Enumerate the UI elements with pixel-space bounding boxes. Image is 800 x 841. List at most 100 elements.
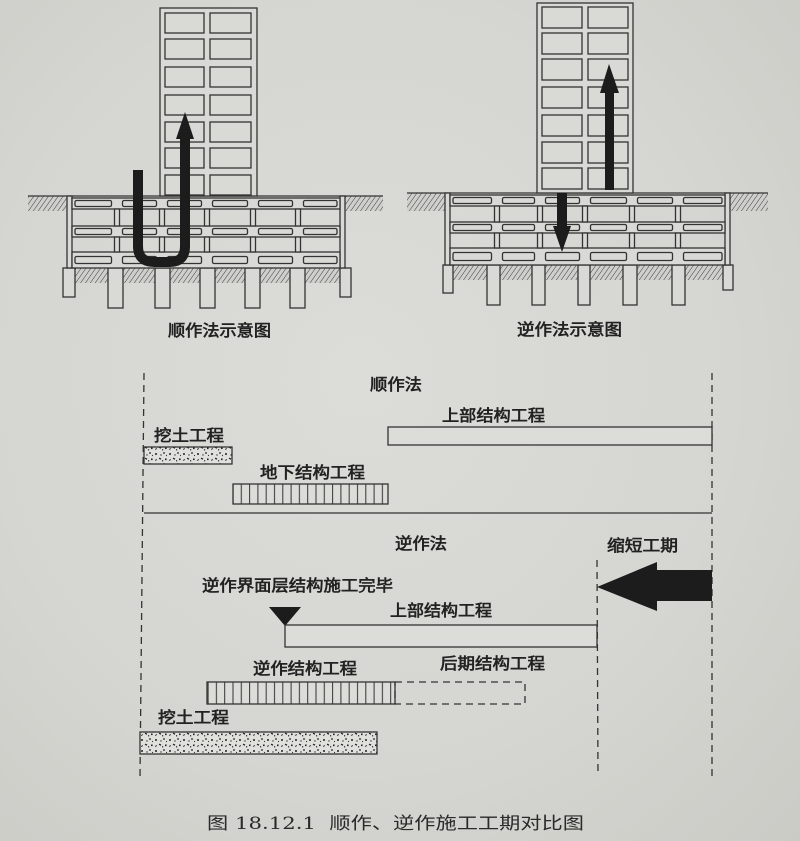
basement-column bbox=[581, 232, 589, 249]
slab-beam-opening bbox=[636, 196, 674, 205]
retaining-wall bbox=[724, 192, 731, 266]
sequential-method-diagram bbox=[28, 7, 383, 309]
slab-beam-opening bbox=[544, 251, 581, 262]
basement-column bbox=[674, 232, 682, 249]
basement-column bbox=[536, 205, 544, 223]
soil-hatch bbox=[28, 196, 67, 211]
basement-column bbox=[493, 232, 501, 249]
slab-beam-opening bbox=[501, 196, 536, 205]
slab-beam-opening bbox=[682, 251, 723, 262]
triangle-marker-icon bbox=[269, 607, 301, 626]
basement-column bbox=[203, 208, 211, 227]
tower-bay bbox=[164, 38, 205, 60]
basement-column bbox=[493, 205, 501, 223]
retaining-wall bbox=[339, 195, 346, 269]
tower-bay bbox=[164, 66, 205, 88]
basement-column bbox=[113, 236, 121, 253]
basement-column bbox=[249, 208, 257, 227]
reverse-end-dashed-line bbox=[596, 559, 599, 777]
u-turn-arrow-icon bbox=[133, 112, 194, 267]
tower-bay bbox=[209, 121, 252, 143]
rev-superstructure-label: 上部结构工程 bbox=[390, 601, 492, 620]
slab-beam-opening bbox=[211, 255, 249, 265]
slab-beam-opening bbox=[74, 227, 113, 236]
basement-column bbox=[581, 205, 589, 223]
slab-beam-opening bbox=[589, 196, 628, 205]
tower-bay bbox=[541, 141, 583, 164]
pile bbox=[154, 267, 171, 309]
seq-excavation-bar bbox=[143, 446, 233, 465]
tower-bay bbox=[209, 147, 252, 169]
tower-bay bbox=[209, 12, 252, 34]
start-dashed-line bbox=[139, 372, 145, 779]
seq-basement-structure-bar bbox=[232, 483, 389, 505]
soil-hatch bbox=[730, 193, 768, 211]
pile bbox=[442, 264, 454, 294]
seq-superstructure-label: 上部结构工程 bbox=[442, 406, 545, 425]
rev-superstructure-bar bbox=[284, 624, 598, 648]
time-savings-label: 缩短工期 bbox=[607, 536, 678, 555]
slab-beam-opening bbox=[589, 223, 628, 232]
slab-beam-opening bbox=[636, 251, 674, 262]
pile bbox=[339, 267, 352, 298]
basement-column bbox=[158, 236, 166, 253]
slab-beam-opening bbox=[682, 196, 723, 205]
down-arrow-icon bbox=[553, 193, 571, 252]
pile bbox=[622, 264, 638, 306]
sequential-diagram-caption: 顺作法示意图 bbox=[168, 321, 271, 340]
slab-beam-opening bbox=[589, 251, 628, 262]
tower-bay bbox=[541, 86, 583, 109]
left-arrow-icon bbox=[597, 562, 712, 611]
retaining-wall bbox=[66, 195, 73, 269]
pile bbox=[244, 267, 261, 309]
basement-column bbox=[674, 205, 682, 223]
slab-beam-opening bbox=[211, 227, 249, 236]
tower-bay bbox=[541, 58, 583, 81]
slab-beam-opening bbox=[501, 223, 536, 232]
basement-column bbox=[203, 236, 211, 253]
basement-column bbox=[628, 232, 636, 249]
slab-beam-opening bbox=[74, 255, 113, 265]
slab-beam-opening bbox=[302, 227, 338, 236]
reverse-method-diagram bbox=[407, 2, 768, 306]
slab-beam-opening bbox=[74, 199, 113, 208]
pile bbox=[199, 267, 216, 309]
schedule-comparison-chart: 顺作法 上部结构工程 挖土工程 地下结构工程 逆作法 缩短工期 逆作界面层结构施… bbox=[139, 372, 713, 780]
rev-topdown-structure-bar bbox=[206, 681, 396, 705]
rev-later-structure-bar bbox=[394, 681, 526, 705]
slab-beam-opening bbox=[257, 227, 294, 236]
reverse-title: 逆作法 bbox=[395, 534, 447, 553]
soil-hatch bbox=[407, 193, 445, 211]
floor-slab bbox=[71, 251, 341, 269]
tower-bay bbox=[587, 32, 629, 55]
slab-beam-opening bbox=[257, 199, 294, 208]
basement-column bbox=[628, 205, 636, 223]
tower-frame bbox=[536, 2, 634, 194]
retaining-wall bbox=[444, 192, 451, 266]
tower-bay bbox=[209, 174, 252, 196]
tower-bay bbox=[541, 167, 583, 190]
pile bbox=[671, 264, 686, 306]
slab-beam-opening bbox=[682, 223, 723, 232]
rev-later-structure-label: 后期结构工程 bbox=[440, 654, 545, 673]
basement-column bbox=[158, 208, 166, 227]
floor-slab bbox=[71, 197, 341, 210]
pile bbox=[289, 267, 306, 309]
slab-beam-opening bbox=[302, 199, 338, 208]
tower-bay bbox=[164, 12, 205, 34]
tower-bay bbox=[209, 38, 252, 60]
slab-beam-opening bbox=[452, 223, 493, 232]
rev-excavation-label: 挖土工程 bbox=[158, 708, 229, 727]
reverse-diagram-caption: 逆作法示意图 bbox=[517, 320, 622, 339]
tower-bay bbox=[541, 6, 583, 29]
slab-beam-opening bbox=[452, 251, 493, 262]
slab-beam-opening bbox=[501, 251, 536, 262]
floor-slab bbox=[71, 225, 341, 238]
pile bbox=[107, 267, 124, 309]
tower-bay bbox=[541, 32, 583, 55]
sequential-title: 顺作法 bbox=[370, 375, 422, 394]
seq-basement-structure-label: 地下结构工程 bbox=[260, 463, 365, 482]
slab-beam-opening bbox=[257, 255, 294, 265]
